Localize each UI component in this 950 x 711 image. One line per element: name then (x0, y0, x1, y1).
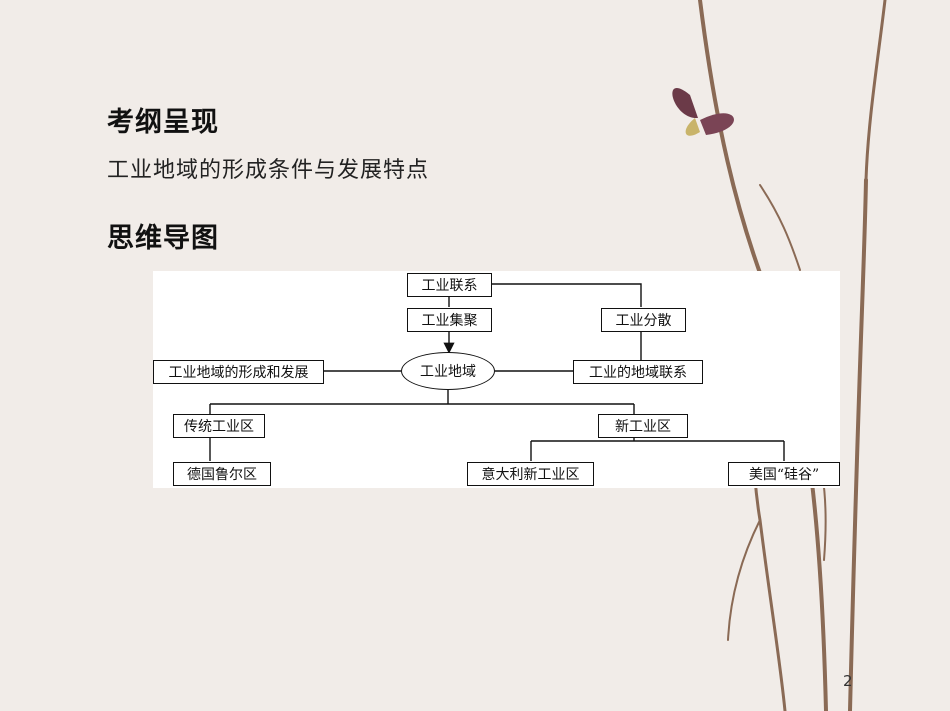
slide-heading: 考纲呈现 (107, 107, 219, 138)
node-ruhr: 德国鲁尔区 (173, 462, 271, 486)
page-number: 2 (843, 672, 853, 690)
butterfly-icon (672, 87, 734, 136)
node-new-region: 新工业区 (598, 414, 688, 438)
node-traditional-region: 传统工业区 (173, 414, 265, 438)
node-regional-linkage: 工业的地域联系 (573, 360, 703, 384)
diagram-connectors (209, 283, 785, 461)
node-industrial-region: 工业地域 (401, 352, 495, 390)
node-industrial-linkage: 工业联系 (407, 273, 492, 297)
mind-map-diagram: 工业联系 工业集聚 工业分散 工业地域的形成和发展 工业地域 工业的地域联系 传… (153, 271, 840, 488)
node-formation-development: 工业地域的形成和发展 (153, 360, 324, 384)
exam-requirement-text: 工业地域的形成条件与发展特点 (107, 158, 430, 183)
node-silicon-valley: 美国“硅谷” (728, 462, 840, 486)
node-industrial-agglomeration: 工业集聚 (407, 308, 492, 332)
mindmap-heading: 思维导图 (107, 223, 219, 254)
node-industrial-dispersion: 工业分散 (601, 308, 686, 332)
node-italy: 意大利新工业区 (467, 462, 594, 486)
